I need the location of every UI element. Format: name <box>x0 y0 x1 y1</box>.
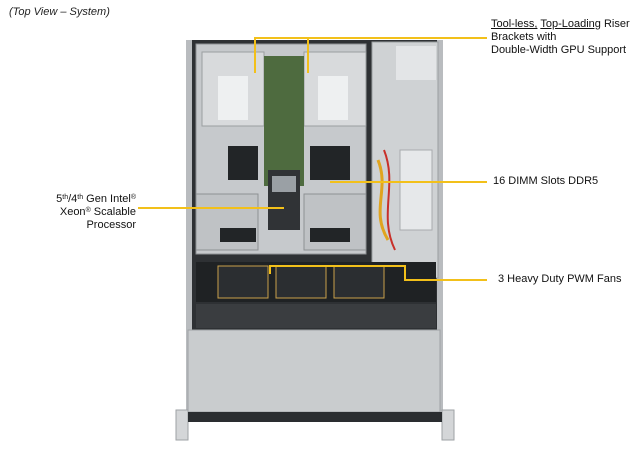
psu-top <box>396 46 436 80</box>
riser-callout: Tool-less, Top-Loading Riser Brackets wi… <box>491 18 630 57</box>
drive-backplane <box>196 304 436 328</box>
cpu-callout-sup2: th <box>77 194 84 201</box>
bracket-window-right <box>318 76 348 120</box>
cpu-callout: 5th/4th Gen Intel® Xeon® Scalable Proces… <box>8 193 136 232</box>
power-cables <box>376 159 390 241</box>
fan-3 <box>333 265 385 299</box>
dimm-slots <box>220 146 350 242</box>
chassis-left-wall <box>186 40 192 412</box>
psu-panel <box>399 149 433 231</box>
fans-callout-line <box>269 265 487 281</box>
power-cables-red <box>383 149 396 251</box>
rack-ear-right <box>441 409 455 441</box>
chassis-right-wall <box>437 40 443 412</box>
cpu-callout-brand: Xeon <box>59 206 86 218</box>
dimm-bank-right <box>310 146 350 180</box>
dimm-bank-left <box>228 146 258 180</box>
riser-callout-line3: Double-Width GPU Support <box>491 44 627 56</box>
bracket-window-left <box>218 76 248 120</box>
cpu-callout-rest2: Scalable Processor <box>86 206 136 231</box>
cpu-callout-sep: /4 <box>68 193 78 205</box>
cpu-heatsink <box>272 176 296 192</box>
riser-callout-part1: Tool-less, <box>491 18 538 30</box>
riser-callout-part2: Top-Loading <box>540 18 601 30</box>
cpu-callout-rest1: Gen Intel <box>83 193 131 205</box>
cpu-callout-reg1: ® <box>130 194 136 201</box>
view-label: (Top View – System) <box>9 6 110 18</box>
fan-2 <box>275 265 327 299</box>
motherboard <box>264 56 304 186</box>
rack-ear-left <box>175 409 189 441</box>
fans-callout: 3 Heavy Duty PWM Fans <box>498 273 622 285</box>
callout-lines <box>138 37 487 281</box>
cpu-callout-n1: 5 <box>56 193 63 205</box>
riser-callout-line2: Brackets with <box>491 31 557 43</box>
cpu-callout-sup1: th <box>62 194 69 201</box>
front-bezel <box>188 412 442 422</box>
dimm-bank-lower-left <box>220 228 256 242</box>
dimm-callout: 16 DIMM Slots DDR5 <box>493 175 599 187</box>
fan-1 <box>217 265 269 299</box>
riser-callout-part3: Riser <box>603 18 630 30</box>
riser-callout-line-a <box>254 37 487 73</box>
cpu-callout-reg2: ® <box>85 207 91 214</box>
dimm-bank-lower-right <box>310 228 350 242</box>
front-drive-bay <box>187 329 441 413</box>
psu-bay <box>371 41 439 279</box>
fan-row <box>196 262 436 328</box>
